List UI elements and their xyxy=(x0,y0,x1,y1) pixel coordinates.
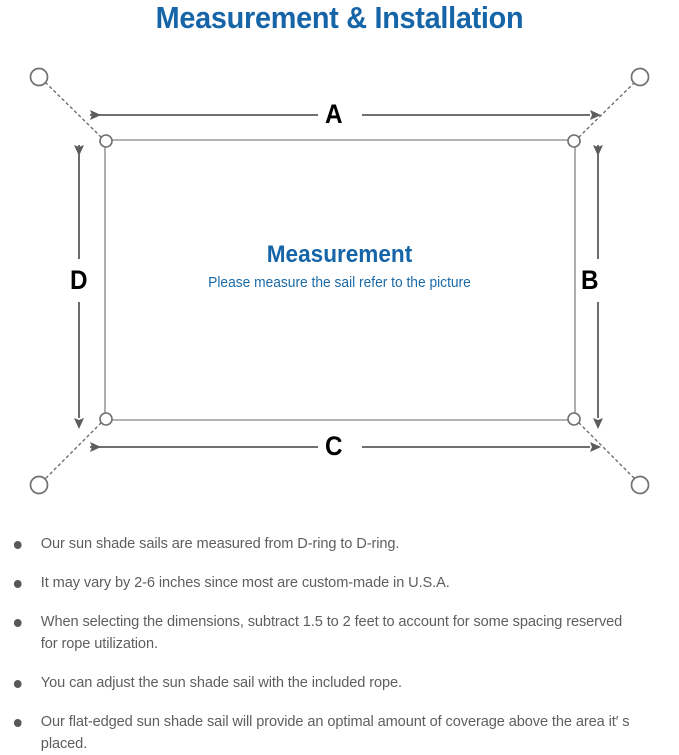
dimension-label-a: A xyxy=(324,99,343,129)
bullet-icon xyxy=(13,619,22,627)
rope-top-right xyxy=(578,81,636,138)
list-item: Our sun shade sails are measured from D-… xyxy=(12,533,639,555)
dimension-label-c: C xyxy=(324,431,343,461)
sail-rectangle xyxy=(104,139,576,421)
page-title: Measurement & Installation xyxy=(155,0,524,35)
notes-list: Our sun shade sails are measured from D-… xyxy=(0,524,679,755)
list-item: When selecting the dimensions, subtract … xyxy=(12,611,639,655)
anchor-ring-top-right xyxy=(630,67,650,87)
d-ring-bottom-left xyxy=(99,412,113,426)
rope-bottom-right xyxy=(578,422,636,480)
list-item: Our flat-edged sun shade sail will provi… xyxy=(12,711,639,755)
d-ring-bottom-right xyxy=(567,412,581,426)
note-text: Our sun shade sails are measured from D-… xyxy=(40,535,400,552)
d-ring-top-right xyxy=(567,134,581,148)
list-item: It may vary by 2-6 inches since most are… xyxy=(12,572,639,594)
anchor-ring-bottom-right xyxy=(630,475,650,495)
note-text: When selecting the dimensions, subtract … xyxy=(40,613,623,652)
d-ring-top-left xyxy=(99,134,113,148)
bullet-icon xyxy=(13,719,22,727)
note-text: It may vary by 2-6 inches since most are… xyxy=(40,574,450,591)
note-text: You can adjust the sun shade sail with t… xyxy=(40,674,402,691)
rope-bottom-left xyxy=(44,422,102,480)
sun-shade-sail-measurement-diagram xyxy=(0,44,679,524)
bullet-icon xyxy=(13,580,22,588)
note-text: Our flat-edged sun shade sail will provi… xyxy=(40,713,630,752)
dimension-label-b: B xyxy=(580,265,599,295)
bullet-icon xyxy=(13,680,22,688)
dimension-label-d: D xyxy=(69,265,88,295)
rope-top-left xyxy=(44,81,102,138)
anchor-ring-top-left xyxy=(29,67,49,87)
bullet-icon xyxy=(13,541,22,549)
anchor-ring-bottom-left xyxy=(29,475,49,495)
list-item: You can adjust the sun shade sail with t… xyxy=(12,672,639,694)
